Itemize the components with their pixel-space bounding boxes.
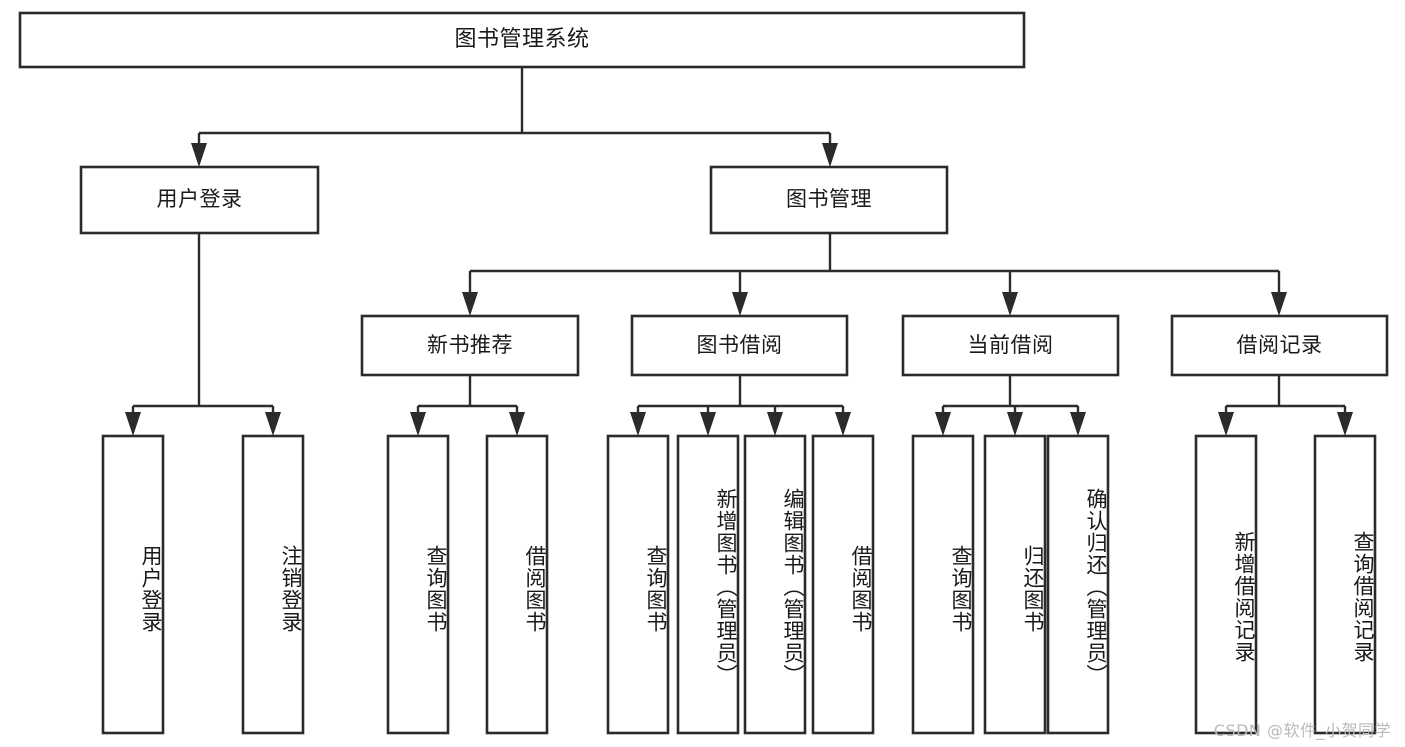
node-box-borrow-record[interactable] xyxy=(1170,314,1389,377)
arrow-book-borrow-leaf-0 xyxy=(630,412,646,436)
arrow-user-login-leaf-0 xyxy=(125,412,141,436)
arrow-current-borrow-leaf-0 xyxy=(935,412,951,436)
arrow-bm-to-borrow-record xyxy=(1271,292,1287,316)
node-box-leaf-new-book-0[interactable] xyxy=(386,434,450,735)
node-box-leaf-borrow-record-0[interactable] xyxy=(1194,434,1258,735)
arrow-bm-to-new-book-recommend xyxy=(462,292,478,316)
node-box-leaf-current-borrow-2[interactable] xyxy=(1046,434,1110,735)
node-box-leaf-borrow-record-1[interactable] xyxy=(1313,434,1377,735)
arrow-bm-to-current-borrow xyxy=(1002,292,1018,316)
arrow-new-book-leaf-0 xyxy=(410,412,426,436)
node-box-leaf-current-borrow-1[interactable] xyxy=(983,434,1047,735)
arrow-borrow-record-leaf-1 xyxy=(1337,412,1353,436)
node-box-book-borrow[interactable] xyxy=(630,314,849,377)
arrow-new-book-leaf-1 xyxy=(509,412,525,436)
node-box-leaf-current-borrow-0[interactable] xyxy=(911,434,975,735)
arrow-borrow-record-leaf-0 xyxy=(1218,412,1234,436)
node-box-new-book-recommend[interactable] xyxy=(360,314,580,377)
arrow-book-borrow-leaf-3 xyxy=(835,412,851,436)
arrow-current-borrow-leaf-2 xyxy=(1070,412,1086,436)
arrow-user-login-leaf-1 xyxy=(265,412,281,436)
arrow-current-borrow-leaf-1 xyxy=(1007,412,1023,436)
node-box-leaf-book-borrow-3[interactable] xyxy=(811,434,875,735)
arrow-bm-to-book-borrow xyxy=(732,292,748,316)
arrow-book-borrow-leaf-1 xyxy=(700,412,716,436)
node-box-leaf-book-borrow-1[interactable] xyxy=(676,434,740,735)
node-box-user-login[interactable] xyxy=(79,165,320,235)
node-box-leaf-user-login-1[interactable] xyxy=(241,434,305,735)
node-box-current-borrow[interactable] xyxy=(901,314,1120,377)
node-box-book-management[interactable] xyxy=(709,165,949,235)
arrow-book-borrow-leaf-2 xyxy=(767,412,783,436)
arrow-root-to-user-login xyxy=(191,143,207,167)
arrow-root-to-book-management xyxy=(822,143,838,167)
node-box-leaf-book-borrow-0[interactable] xyxy=(606,434,670,735)
node-box-leaf-new-book-1[interactable] xyxy=(485,434,549,735)
node-box-leaf-user-login-0[interactable] xyxy=(101,434,165,735)
node-box-root[interactable] xyxy=(18,11,1026,69)
watermark-text: CSDN @软件_小贺同学 xyxy=(1213,721,1391,740)
node-box-leaf-book-borrow-2[interactable] xyxy=(743,434,807,735)
